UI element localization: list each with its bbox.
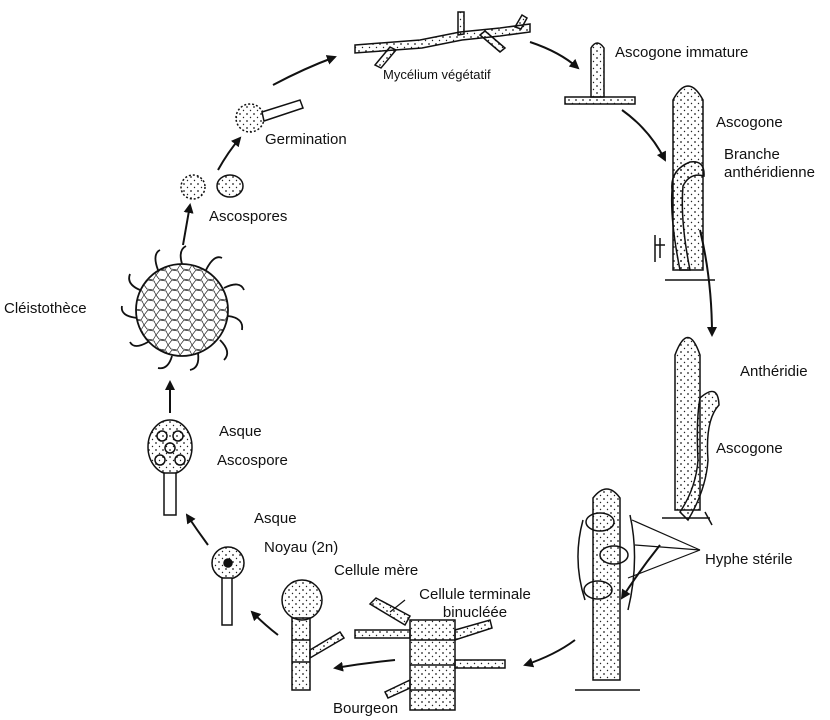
label-young-ascus: Asque <box>254 510 297 528</box>
arrow-to-mycelium <box>273 57 335 85</box>
label-cleistothecium: Cléistothèce <box>4 300 87 318</box>
arrow-to-young-ascus <box>252 612 278 635</box>
arrow-immature-to-ascogone <box>622 110 665 160</box>
arrow-to-mother-cell <box>335 660 395 668</box>
vegetative-mycelium <box>355 12 530 68</box>
germinating-spore <box>236 100 303 132</box>
arrow-to-binucleate <box>525 640 575 665</box>
label-nucleus: Noyau (2n) <box>264 539 338 557</box>
sterile-hypha-complex <box>575 489 640 690</box>
label-ascospores: Ascospores <box>209 208 287 226</box>
cycle-arrows <box>170 42 712 668</box>
label-immature-ascogonium: Ascogone immature <box>615 44 748 62</box>
label-sterile-hypha: Hyphe stérile <box>705 551 793 569</box>
arrow-to-ascospores <box>183 205 190 245</box>
label-antheridial-branch: Branche anthéridienne <box>724 146 815 182</box>
mother-cell <box>282 580 344 690</box>
young-ascus <box>212 547 244 625</box>
label-mother-cell: Cellule mère <box>334 562 418 580</box>
arrow-mycelium-to-ascogone <box>530 42 578 68</box>
label-ascospore: Ascospore <box>217 452 288 470</box>
label-ascogonium-mid: Ascogone <box>716 440 783 458</box>
label-ascogonium-top: Ascogone <box>716 114 783 132</box>
sterile-hypha-pointer-lines <box>628 520 700 578</box>
label-bud: Bourgeon <box>333 700 398 718</box>
arrow-to-germination <box>218 138 240 170</box>
label-mature-ascus: Asque <box>219 423 262 441</box>
label-mycelium: Mycélium végétatif <box>383 66 491 84</box>
arrow-to-mature-ascus <box>187 515 208 545</box>
cleistothecium <box>122 246 244 370</box>
ascospores <box>181 175 243 199</box>
label-germination: Germination <box>265 131 347 149</box>
ascogonium-with-antheridium <box>662 338 719 526</box>
ascogonium-with-antheridial-branch <box>655 86 715 280</box>
label-binucleate-cell: Cellule terminale binucléée <box>400 586 550 622</box>
mature-ascus <box>148 420 192 515</box>
label-antheridium: Anthéridie <box>740 363 808 381</box>
